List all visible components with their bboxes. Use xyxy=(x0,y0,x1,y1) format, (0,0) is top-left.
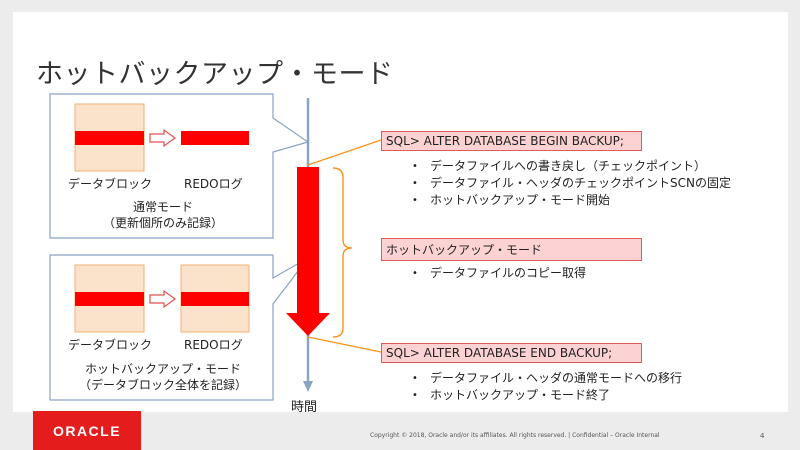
top-mode-name: 通常モード xyxy=(132,200,194,214)
bottom-data-block-change-bar xyxy=(75,292,144,306)
bullet-item: ホットバックアップ・モード開始 xyxy=(412,192,731,209)
bottom-copy-arrow xyxy=(149,289,177,309)
bottom-redo-log-change-bar xyxy=(181,292,249,306)
top-copy-arrow xyxy=(149,128,177,148)
hot-backup-period-arrow xyxy=(286,167,330,336)
top-redo-log-entry xyxy=(181,131,249,145)
end-backup-bullets: データファイル・ヘッダの通常モードへの移行 ホットバックアップ・モード終了 xyxy=(412,370,682,404)
copyright-text: Copyright © 2018, Oracle and/or its affi… xyxy=(370,432,660,439)
begin-backup-command: SQL> ALTER DATABASE BEGIN BACKUP; xyxy=(381,131,642,151)
time-axis-arrowhead xyxy=(303,381,313,392)
slide-title: ホットバックアップ・モード xyxy=(36,59,394,90)
end-connector xyxy=(307,336,382,353)
oracle-logo: ORACLE xyxy=(33,411,141,450)
bottom-mode-name: ホットバックアップ・モード xyxy=(84,362,242,376)
top-mode-description: （更新個所のみ記録） xyxy=(102,216,224,230)
page-number: 4 xyxy=(760,432,765,440)
bottom-mode-description: （データブロック全体を記録） xyxy=(78,378,248,392)
bullet-item: データファイルへの書き戻し（チェックポイント） xyxy=(412,158,731,175)
begin-connector xyxy=(307,139,382,166)
top-data-block-change-bar xyxy=(75,131,144,145)
top-block-label: データブロック xyxy=(68,177,153,191)
begin-backup-bullets: データファイルへの書き戻し（チェックポイント） データファイル・ヘッダのチェック… xyxy=(412,158,731,209)
bottom-redo-label: REDOログ xyxy=(184,338,243,352)
hot-backup-mode-box: ホットバックアップ・モード xyxy=(381,238,642,261)
top-redo-label: REDOログ xyxy=(184,177,243,191)
bullet-item: データファイル・ヘッダのチェックポイントSCNの固定 xyxy=(412,175,731,192)
hot-backup-brace xyxy=(332,167,353,338)
hot-backup-mode-bullets: データファイルのコピー取得 xyxy=(412,265,586,282)
bottom-block-label: データブロック xyxy=(68,338,153,352)
bullet-item: データファイル・ヘッダの通常モードへの移行 xyxy=(412,370,682,387)
bullet-item: データファイルのコピー取得 xyxy=(412,265,586,282)
end-backup-command: SQL> ALTER DATABASE END BACKUP; xyxy=(381,343,642,363)
time-axis-label: 時間 xyxy=(291,400,318,415)
bullet-item: ホットバックアップ・モード終了 xyxy=(412,387,682,404)
